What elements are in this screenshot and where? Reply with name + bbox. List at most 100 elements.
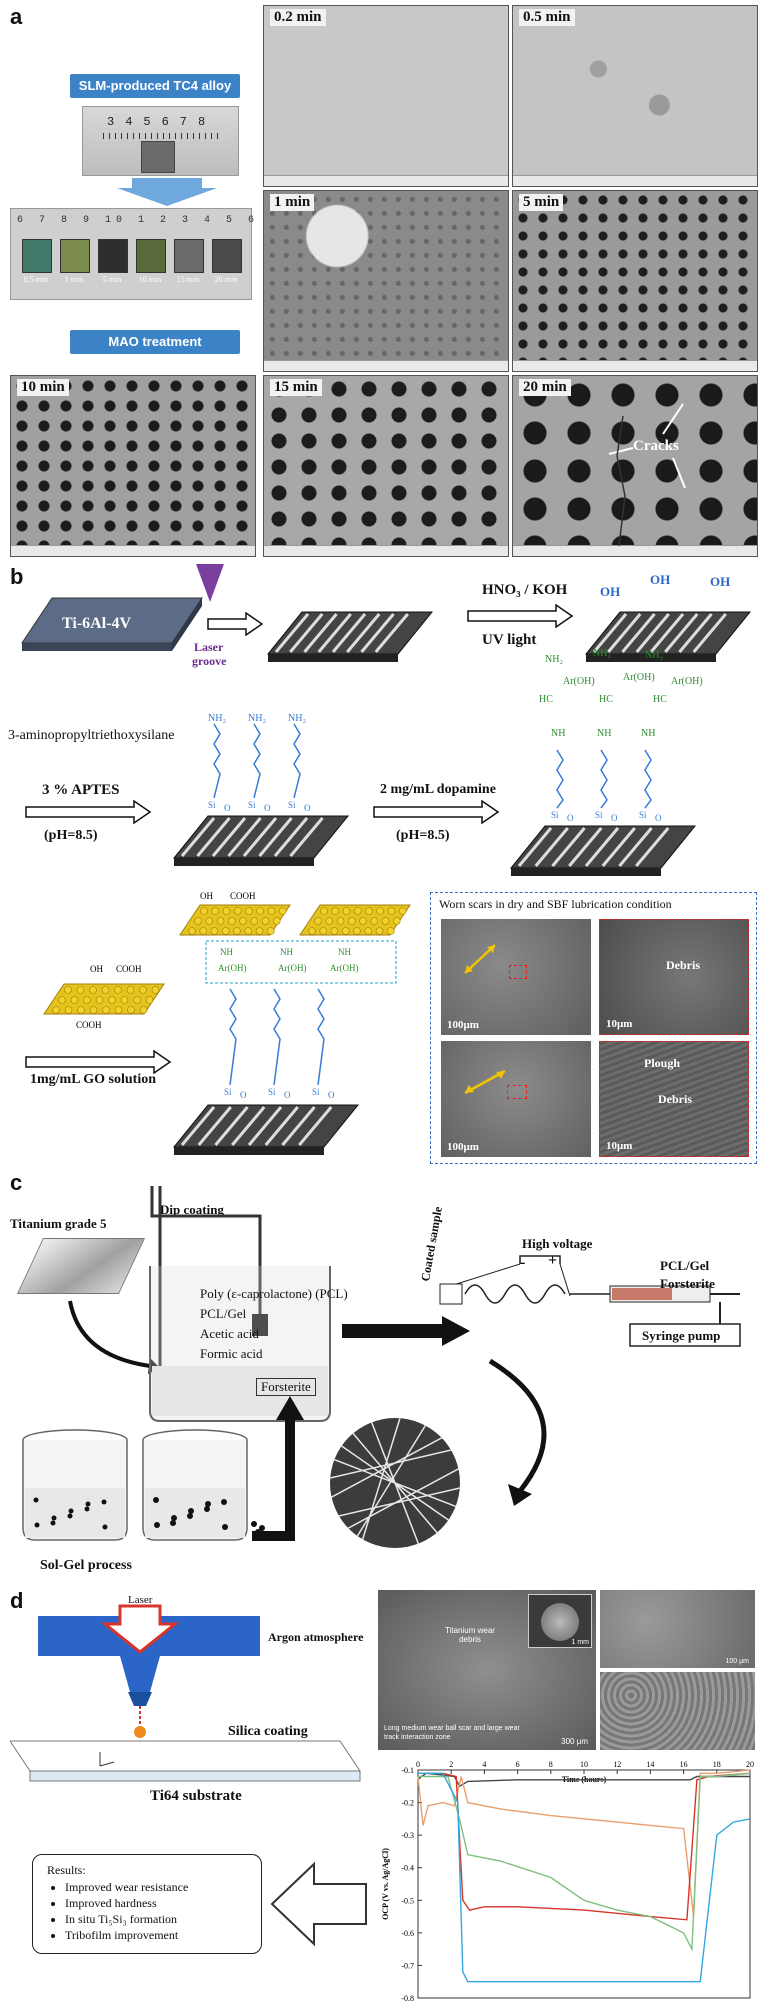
wear-inset: Worn scars in dry and SBF lubrication co…: [430, 892, 757, 1164]
plot-area: [417, 1769, 751, 1999]
svg-text:O: O: [655, 813, 662, 823]
sample-square: [136, 239, 166, 273]
sem-time-label: 15 min: [270, 379, 322, 396]
svg-text:Si: Si: [224, 1087, 232, 1097]
go-cooh-3: COOH: [230, 891, 256, 901]
alloy-label: SLM-produced TC4 alloy: [70, 74, 240, 98]
solgel-beaker: [22, 1429, 128, 1541]
sample-tile: 15 min: [171, 237, 205, 293]
sem-time-label: 10 min: [17, 379, 69, 396]
sem-footer: [11, 545, 255, 556]
hc-label: HC: [599, 694, 613, 705]
go-sheet: [179, 904, 291, 936]
svg-text:O: O: [264, 803, 271, 813]
fiber: [349, 1418, 431, 1548]
y-tick-label: -0.3: [401, 1831, 414, 1840]
sample-tile: 10 min: [133, 237, 167, 293]
grooved-slab-2: [584, 611, 752, 662]
laser-label: Laser: [194, 640, 224, 654]
solution-item: PCL/Gel: [200, 1306, 247, 1321]
aroh-label: Ar(OH): [671, 676, 703, 687]
laser-label-d: Laser: [128, 1594, 153, 1606]
x-tick-label: 18: [713, 1760, 721, 1769]
wear-image-1: 100μm: [441, 919, 591, 1035]
go-cooh: COOH: [116, 964, 142, 974]
solgel-label: Sol-Gel process: [40, 1558, 132, 1573]
svg-text:NH₂: NH₂: [208, 713, 226, 724]
nh-label: NH: [551, 728, 565, 739]
dip-beaker: [149, 1186, 331, 1422]
svg-text:Si: Si: [268, 1087, 276, 1097]
forsterite-box: Forsterite: [256, 1378, 316, 1396]
panel-d: d Laser Argon atmosphere Silica coating …: [0, 1584, 761, 2007]
aroh-go: Ar(OH): [218, 963, 247, 973]
ocp-series-line: [418, 1772, 751, 1983]
sample-square: [60, 239, 90, 273]
arrow-right-1-icon: [207, 612, 264, 636]
slab-shape: [266, 611, 434, 662]
wear-sem-large: 1 mm Titanium wear debris Long medium we…: [378, 1590, 596, 1750]
down-arrow-icon: [117, 178, 217, 206]
scale-300: 300 μm: [561, 1737, 588, 1746]
fiber: [359, 1418, 401, 1548]
nh2-green: NH₂: [645, 650, 663, 661]
minus-label: -: [520, 1254, 526, 1271]
nh-label-go: NH: [338, 947, 351, 957]
results-title: Results:: [47, 1863, 86, 1877]
plough-label: Plough: [644, 1056, 681, 1070]
zoom-box-2: [507, 1085, 527, 1099]
pump-label: Syringe pump: [642, 1328, 721, 1343]
yellow-arrow-icon: [464, 944, 496, 974]
substrate-label-d: Ti64 substrate: [150, 1788, 242, 1804]
scale-1mm: 1 mm: [571, 1639, 590, 1646]
cracks-label: Cracks: [633, 438, 679, 454]
fiber: [330, 1467, 460, 1539]
panel-b-letter: b: [10, 564, 24, 589]
oh-group: OH: [650, 572, 671, 587]
sem-footer: [513, 175, 757, 186]
x-tick-label: 14: [646, 1760, 654, 1769]
aroh-go: Ar(OH): [330, 963, 359, 973]
aptes-name: 3-aminopropyltriethoxysilane: [8, 728, 175, 743]
ph-label-2: (pH=8.5): [396, 828, 450, 843]
nh-label: NH: [641, 728, 655, 739]
y-tick-label: -0.6: [401, 1929, 414, 1938]
ocp-series-line: [418, 1772, 751, 1921]
sem-image: 1 min: [263, 190, 509, 372]
scale-100-d: 100 μm: [725, 1658, 750, 1665]
sem-time-label: 1 min: [270, 194, 315, 211]
nh-label: NH: [597, 728, 611, 739]
svg-text:O: O: [224, 803, 231, 813]
nh-label-go: NH: [280, 947, 293, 957]
results-list: Improved wear resistanceImproved hardnes…: [65, 1880, 247, 1943]
sample-tile: 0.5 min: [19, 237, 53, 293]
substrate-label: Ti-6Al-4V: [62, 615, 132, 632]
sem-image: 5 min: [512, 190, 758, 372]
svg-text:Si: Si: [639, 810, 647, 820]
x-tick-label: 0: [416, 1760, 420, 1769]
svg-text:Si: Si: [551, 810, 559, 820]
ruler-photo: 345678: [82, 106, 239, 176]
result-item: Improved wear resistance: [65, 1880, 247, 1895]
dip-label: Dip coating: [160, 1202, 224, 1217]
x-tick-label: 8: [549, 1760, 553, 1769]
solgel-beaker: [142, 1429, 248, 1541]
sem-footer: [264, 545, 508, 556]
sample-square: [174, 239, 204, 273]
results-box: Results: Improved wear resistanceImprove…: [32, 1854, 262, 1954]
slab-shape: [509, 825, 697, 876]
wear-image-3: 100μm: [441, 1041, 591, 1157]
solgel-beakers: [22, 1429, 265, 1541]
fiber-lines: [330, 1418, 460, 1548]
x-tick-label: 16: [680, 1760, 688, 1769]
titanium-label: Titanium grade 5: [10, 1216, 107, 1231]
sample-tile: 5 min: [95, 237, 129, 293]
slab-shape: [172, 1104, 360, 1155]
solution-item: Poly (ε-caprolactone) (PCL): [200, 1286, 348, 1301]
debris-label-2: Debris: [658, 1092, 692, 1106]
panel-a: a SLM-produced TC4 alloy 345678 6 7 8 9 …: [0, 0, 761, 560]
